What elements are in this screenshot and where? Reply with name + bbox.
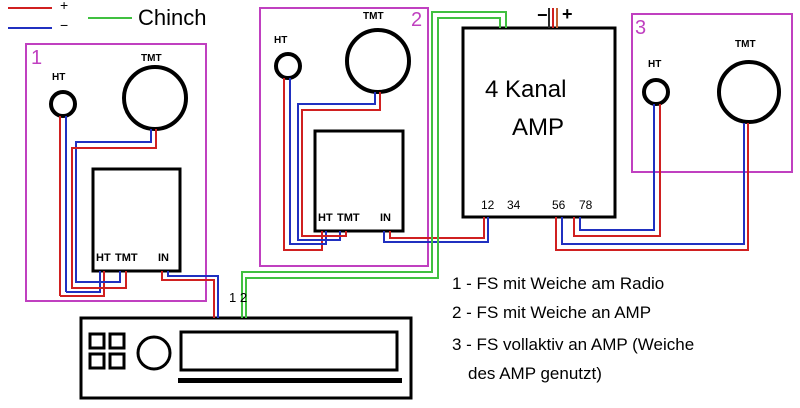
b1-tmt-minus xyxy=(75,129,152,283)
amp-out-ht-minus xyxy=(579,104,655,231)
radio-button-4 xyxy=(108,352,126,370)
b2-ht-minus xyxy=(289,78,327,245)
amp-ch12-label: 12 xyxy=(481,198,495,212)
box-3-woofer-circle xyxy=(717,60,781,124)
box-3-number: 3 xyxy=(635,17,647,39)
b2-in-minus xyxy=(383,217,489,243)
note-2: 2 - FS mit Weiche an AMP xyxy=(452,303,652,322)
wires xyxy=(59,11,749,318)
box-2-crossover xyxy=(313,129,405,233)
amp-ch34-label: 34 xyxy=(507,198,521,212)
b1-in-plus xyxy=(161,271,215,318)
b2-tmt-minus xyxy=(297,92,376,241)
cinch-1 xyxy=(241,11,507,318)
amp-ch78-label: 78 xyxy=(579,198,593,212)
legend-cinch-label: Chinch xyxy=(138,5,207,30)
note-3: 3 - FS vollaktiv an AMP (Weiche xyxy=(452,335,695,354)
b1-ht-minus-run xyxy=(66,271,101,293)
box-2-tweeter-circle xyxy=(274,52,302,80)
amp-ch56-label: 56 xyxy=(552,198,566,212)
box-1-woofer-label: TMT xyxy=(141,53,162,64)
box-1-number: 1 xyxy=(31,47,43,69)
box-3-woofer-label: TMT xyxy=(735,39,756,50)
amp-out-ht-plus xyxy=(573,104,661,237)
box-3-tweeter-label: HT xyxy=(648,59,662,70)
amp-ground-label: − xyxy=(537,5,548,25)
legend-plus-label: + xyxy=(60,0,69,13)
note-4: des AMP genutzt) xyxy=(468,364,602,383)
box-3-tweeter-circle xyxy=(642,78,670,106)
box-1-tweeter-label: HT xyxy=(52,72,66,83)
box-2-x-in: IN xyxy=(380,212,391,224)
box-1-crossover xyxy=(91,167,182,273)
radio-button-1 xyxy=(88,332,106,350)
amp-out-tmt-plus xyxy=(555,123,749,251)
amp-box xyxy=(461,26,617,219)
cinch-2 xyxy=(245,17,501,318)
radio-display xyxy=(179,330,399,372)
box-2-woofer-label: TMT xyxy=(363,11,384,22)
radio-volume-knob xyxy=(136,335,172,371)
amp-title-line2: AMP xyxy=(512,114,565,141)
note-1: 1 - FS mit Weiche am Radio xyxy=(452,274,665,293)
box-2-number: 2 xyxy=(411,9,423,31)
box-2-x-tmt: TMT xyxy=(337,212,360,224)
radio-button-2 xyxy=(108,332,126,350)
radio-output-label: 1 2 xyxy=(229,290,248,305)
box-1-x-tmt: TMT xyxy=(115,252,138,264)
box-1-x-in: IN xyxy=(158,252,169,264)
box-1-woofer-circle xyxy=(122,65,188,131)
box-1-x-ht: HT xyxy=(96,252,111,264)
box-2-x-ht: HT xyxy=(318,212,333,224)
amp-title-line1: 4 Kanal xyxy=(485,76,567,103)
radio-slot xyxy=(178,378,402,383)
b1-ht-plus-run xyxy=(60,271,105,297)
b1-tmt-plus xyxy=(71,129,157,289)
radio-button-3 xyxy=(88,352,106,370)
box-1-tweeter-circle xyxy=(49,90,77,118)
box-2-woofer-circle xyxy=(345,28,411,94)
legend-minus-label: − xyxy=(60,17,69,33)
box-3-frame xyxy=(631,13,793,173)
box-1-frame xyxy=(25,43,207,302)
box-2-tweeter-label: HT xyxy=(274,35,288,46)
amp-out-tmt-minus xyxy=(561,123,745,245)
b2-tmt-plus xyxy=(301,92,381,237)
b1-in-minus xyxy=(167,271,219,318)
box-2-frame xyxy=(259,7,429,267)
amp-power-label: + xyxy=(562,4,573,24)
